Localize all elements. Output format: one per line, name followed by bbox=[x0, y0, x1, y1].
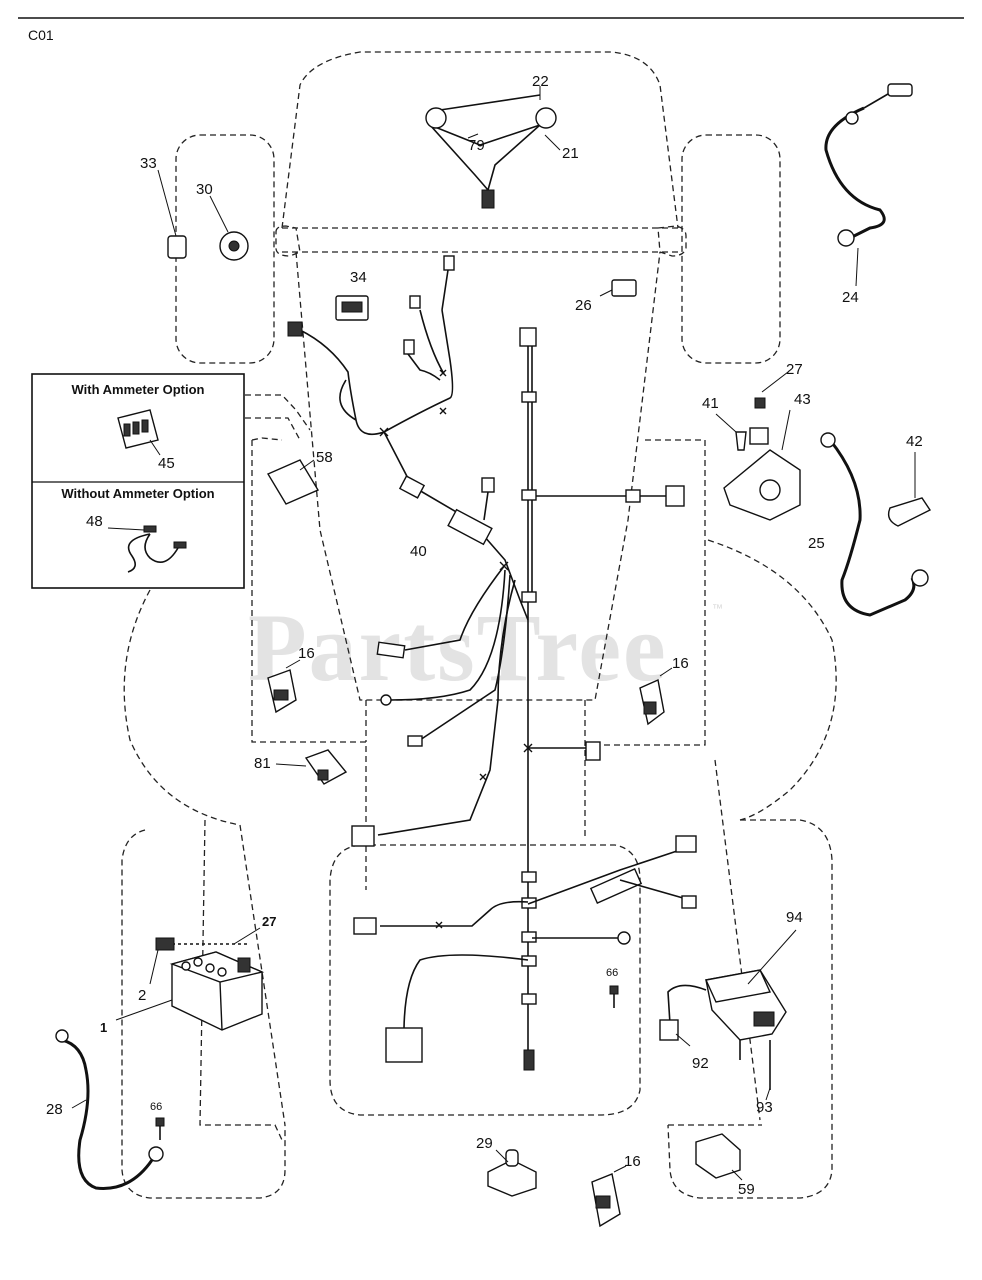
brake-switch-icon bbox=[599, 279, 637, 297]
module-58-icon bbox=[266, 459, 320, 505]
without-ammeter-title: Without Ammeter Option bbox=[61, 486, 214, 501]
battery-cable-24-icon bbox=[824, 83, 913, 287]
pto-switch-icon bbox=[335, 295, 369, 321]
screw-66-left-icon bbox=[155, 1117, 165, 1140]
watermark: PartsTree bbox=[248, 594, 668, 701]
callout-26: 26 bbox=[575, 297, 592, 314]
callout-27a: 27 bbox=[786, 361, 803, 378]
electronic-module-94-icon bbox=[659, 929, 797, 1101]
inset-frame bbox=[31, 373, 245, 589]
connector-16-bottom-icon bbox=[591, 1165, 627, 1228]
callout-59: 59 bbox=[738, 1181, 755, 1198]
callout-40: 40 bbox=[410, 543, 427, 560]
battery-cable-28-icon bbox=[55, 1029, 164, 1190]
with-ammeter-title: With Ammeter Option bbox=[71, 382, 204, 397]
switch-29-icon bbox=[487, 1149, 537, 1197]
callout-93: 93 bbox=[756, 1099, 773, 1116]
battery-cable-25-icon bbox=[820, 432, 929, 617]
callout-1: 1 bbox=[100, 1020, 107, 1035]
callout-21: 21 bbox=[562, 145, 579, 162]
ammeter-gauge-icon bbox=[117, 409, 161, 456]
callout-79: 79 bbox=[468, 137, 485, 154]
callout-29: 29 bbox=[476, 1135, 493, 1152]
callout-27b: 27 bbox=[262, 914, 276, 929]
ammeter-option-inset: With Ammeter Option Without Ammeter Opti… bbox=[31, 373, 245, 589]
callout-41: 41 bbox=[702, 395, 719, 412]
callout-81: 81 bbox=[254, 755, 271, 772]
callout-22: 22 bbox=[532, 73, 549, 90]
connector-16-left-icon bbox=[267, 659, 301, 714]
callout-66b: 66 bbox=[606, 967, 618, 979]
callout-58: 58 bbox=[316, 449, 333, 466]
callout-66a: 66 bbox=[150, 1101, 162, 1113]
callout-92: 92 bbox=[692, 1055, 709, 1072]
callout-16b: 16 bbox=[672, 655, 689, 672]
page-code: C01 bbox=[28, 27, 54, 43]
headlight-harness bbox=[425, 86, 561, 209]
main-wire-harness bbox=[287, 255, 697, 1071]
callout-42: 42 bbox=[906, 433, 923, 450]
screw-66-right-icon bbox=[609, 985, 619, 1008]
splice-marks bbox=[379, 369, 533, 929]
terminal-boot-icon bbox=[887, 452, 932, 527]
callout-34: 34 bbox=[350, 269, 367, 286]
callout-2: 2 bbox=[138, 987, 146, 1004]
module-59-icon bbox=[695, 1133, 743, 1181]
callout-43: 43 bbox=[794, 391, 811, 408]
callout-94: 94 bbox=[786, 909, 803, 926]
callout-28: 28 bbox=[46, 1101, 63, 1118]
callout-16a: 16 bbox=[298, 645, 315, 662]
relay-81-icon bbox=[275, 749, 348, 785]
callout-45: 45 bbox=[158, 455, 175, 472]
callout-48: 48 bbox=[86, 513, 103, 530]
callout-30: 30 bbox=[196, 181, 213, 198]
connector-16-right-icon bbox=[639, 667, 673, 726]
ignition-switch-icon bbox=[157, 169, 249, 261]
starter-solenoid-icon bbox=[715, 371, 801, 521]
callout-25: 25 bbox=[808, 535, 825, 552]
battery-icon bbox=[115, 927, 265, 1031]
jumper-wire-icon bbox=[107, 525, 187, 573]
callout-33: 33 bbox=[140, 155, 157, 172]
watermark-tm: ™ bbox=[712, 603, 723, 615]
callout-16c: 16 bbox=[624, 1153, 641, 1170]
callout-24: 24 bbox=[842, 289, 859, 306]
